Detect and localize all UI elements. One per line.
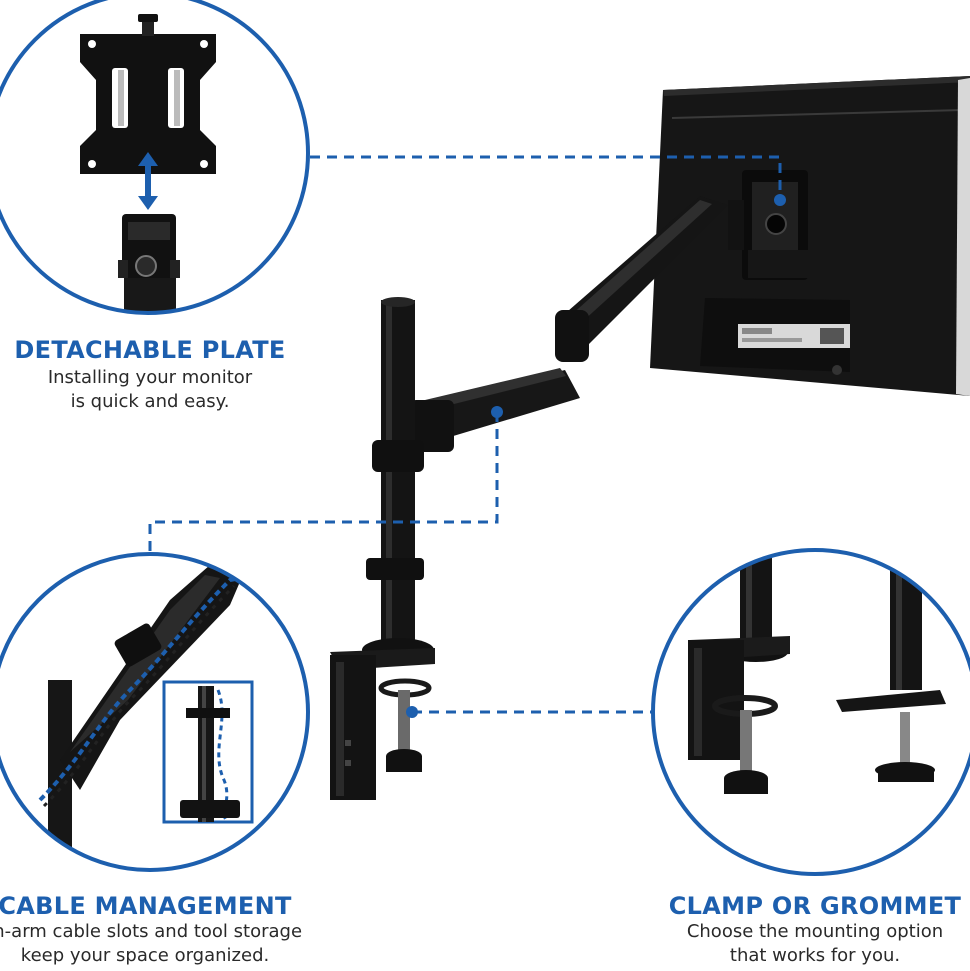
cable-management-desc-line1: In-arm cable slots and tool storage bbox=[0, 921, 303, 942]
pole bbox=[362, 297, 434, 662]
clamp-icon bbox=[688, 550, 790, 794]
detachable-plate-desc-line2: is quick and easy. bbox=[70, 391, 230, 412]
clamp-grommet-title: CLAMP OR GROMMET bbox=[668, 892, 962, 920]
detachable-plate-title: DETACHABLE PLATE bbox=[14, 336, 286, 364]
callout-markers bbox=[406, 194, 786, 718]
arm-bracket-icon bbox=[118, 214, 180, 313]
detachable-plate-inset bbox=[0, 0, 310, 315]
monitor-arm bbox=[410, 196, 728, 452]
vesa-mount bbox=[728, 170, 808, 280]
monitor bbox=[650, 76, 970, 396]
desk-clamp bbox=[330, 648, 435, 800]
detachable-plate-caption: DETACHABLE PLATE Installing your monitor… bbox=[0, 336, 300, 414]
cable-management-title: CABLE MANAGEMENT bbox=[0, 892, 292, 920]
cable-icon bbox=[38, 573, 261, 808]
clamp-grommet-desc-line2: that works for you. bbox=[729, 945, 901, 966]
cable-management-inset bbox=[0, 552, 310, 872]
vesa-plate-icon bbox=[80, 14, 216, 174]
clamp-grommet-caption: CLAMP OR GROMMET Choose the mounting opt… bbox=[660, 892, 970, 968]
clamp-grommet-inset bbox=[651, 548, 970, 876]
clamp-grommet-desc-line1: Choose the mounting option bbox=[686, 921, 944, 942]
detachable-plate-desc-line1: Installing your monitor bbox=[47, 367, 253, 388]
tool-storage-inset bbox=[162, 680, 254, 824]
callout-connectors bbox=[148, 155, 782, 714]
cable-management-desc-line2: keep your space organized. bbox=[20, 945, 270, 966]
cable-management-caption: CABLE MANAGEMENT In-arm cable slots and … bbox=[0, 892, 315, 968]
double-arrow-icon bbox=[138, 152, 158, 210]
grommet-icon bbox=[836, 570, 946, 782]
